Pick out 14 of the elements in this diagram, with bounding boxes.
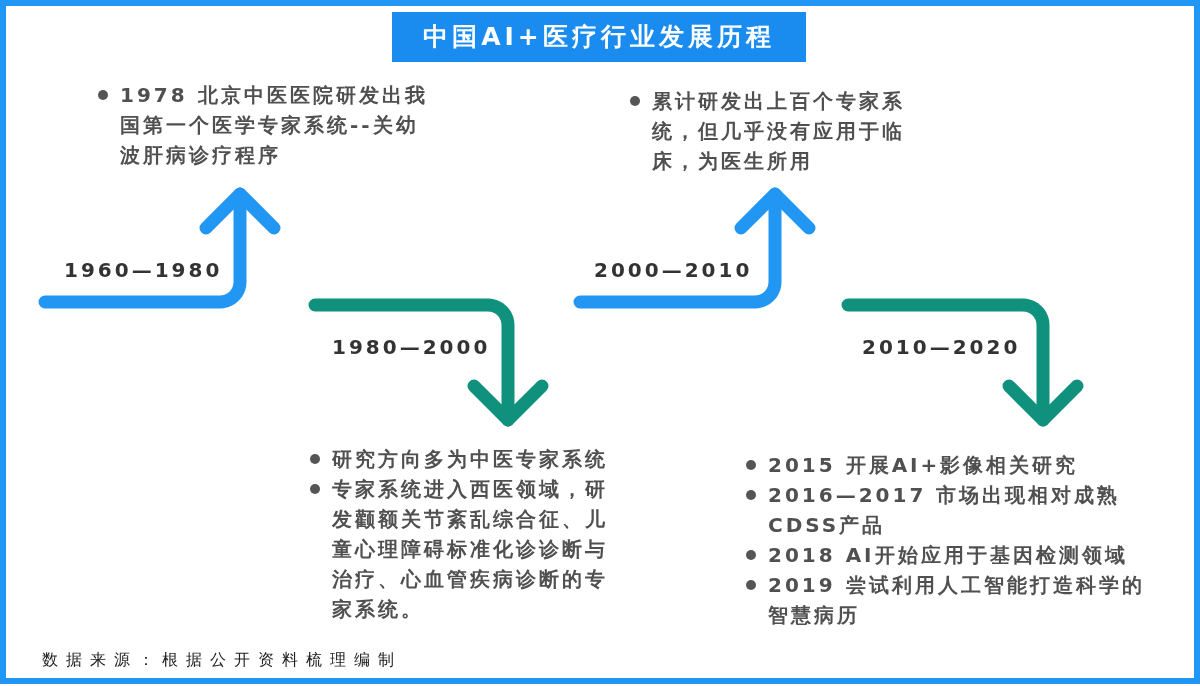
arrow: [38, 187, 281, 309]
arrow: [841, 298, 1084, 427]
source-note: 数据来源：根据公开资料梳理编制: [42, 649, 402, 671]
title-banner: 中国AI+医疗行业发展历程: [392, 12, 806, 62]
bullet-text: 研究方向多为中医专家系统: [332, 446, 609, 473]
bullet-text: 专家系统进入西医领域，研发颧额关节紊乱综合征、儿童心理障碍标准化诊诊断与治疗、心血管疾病诊断的专家系统。: [332, 476, 609, 623]
bullet-text: 1978 北京中医医院研发出我国第一个医学专家系统--关幼波肝病诊疗程序: [120, 82, 429, 169]
bullet-text: 2015 开展AI+影像相关研究: [768, 452, 1080, 479]
arrow: [308, 298, 549, 427]
bullet-text: 2016—2017 市场出现相对成熟CDSS产品: [768, 482, 1122, 539]
bullet-text: 累计研发出上百个专家系统，但几乎没有应用于临床，为医生所用: [652, 88, 906, 175]
arrow: [573, 187, 816, 309]
bullet-text: 2018 AI开始应用于基因检测领域: [768, 542, 1129, 569]
bullet-text: 2019 尝试利用人工智能打造科学的智慧病历: [768, 572, 1146, 629]
